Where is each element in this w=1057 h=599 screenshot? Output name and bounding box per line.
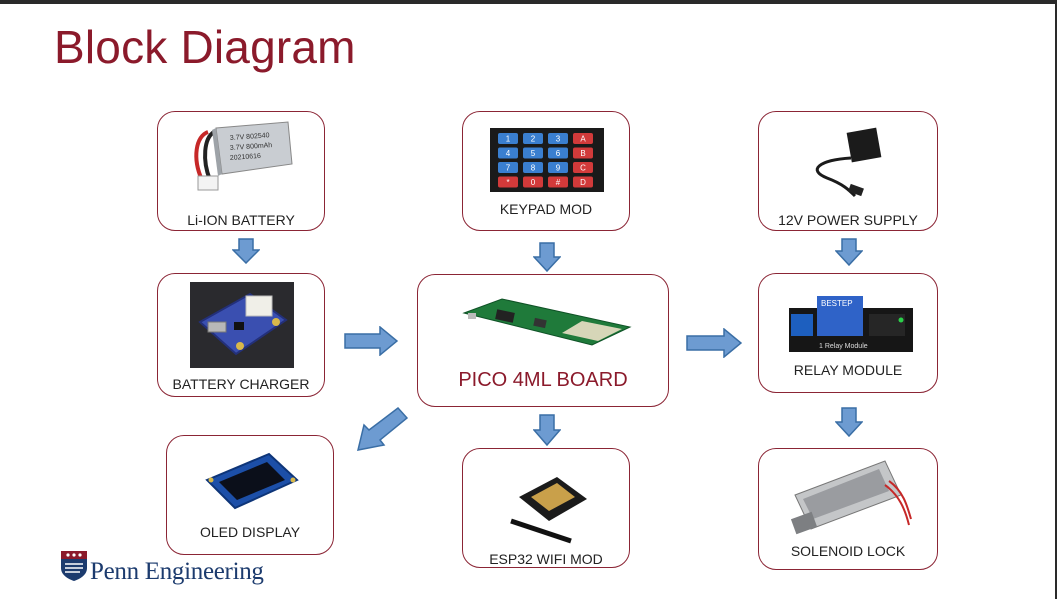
block-label: OLED DISPLAY	[199, 524, 301, 540]
penn-shield-logo	[61, 551, 87, 581]
keypad-key	[573, 176, 593, 188]
keypad-key-label: #	[556, 178, 561, 187]
arrow-down-battery-to-charger	[232, 238, 260, 264]
keypad-key-label: 3	[556, 135, 561, 144]
keypad-key	[498, 147, 518, 159]
keypad-key-label: *	[506, 178, 509, 187]
arrow-right-pico-to-relay	[686, 328, 742, 358]
block-label: KEYPAD MOD	[499, 201, 593, 217]
arrow-down-keypad-to-pico	[533, 242, 561, 272]
keypad-key	[498, 176, 518, 188]
block-label: 12V POWER SUPPLY	[778, 212, 918, 228]
block-label: RELAY MODULE	[793, 362, 903, 378]
arrow-diagonal-pico-to-oled	[356, 407, 408, 451]
block-label: BATTERY CHARGER	[172, 376, 310, 392]
block-keypad-mod: 1 2 3 A 4 5 6 B 7 8 9 C * 0 # D KEYPAD MOD	[462, 111, 630, 231]
relay-brand-print: BESTEP	[821, 299, 853, 308]
keypad-key-label: 9	[556, 164, 561, 173]
keypad-key	[523, 176, 543, 188]
keypad-key-label: 1	[506, 135, 511, 144]
keypad-key-label: 7	[506, 164, 511, 173]
block-label: ESP32 WIFI MOD	[489, 551, 603, 567]
arrow-right-charger-to-pico	[344, 326, 398, 356]
keypad-key	[548, 176, 568, 188]
relay-image: BESTEP 1 Relay Module	[789, 296, 913, 352]
keypad-key-label: C	[580, 164, 586, 173]
solenoid-image	[790, 460, 912, 535]
block-li-ion-battery: 3.7V 802540 3.7V 800mAh 20210616 Li-ION …	[157, 111, 325, 231]
battery-print-1: 3.7V 802540	[230, 132, 270, 142]
keypad-key	[548, 162, 568, 173]
keypad-key	[573, 133, 593, 144]
keypad-key-label: 0	[531, 178, 536, 187]
keypad-key	[548, 147, 568, 159]
esp32-image	[510, 477, 587, 544]
arrow-down-relay-to-solenoid	[835, 407, 863, 437]
keypad-key-label: 5	[531, 149, 536, 158]
block-label: SOLENOID LOCK	[790, 543, 906, 559]
battery-image: 3.7V 802540 3.7V 800mAh 20210616	[194, 121, 293, 191]
keypad-key	[523, 147, 543, 159]
block-label: PICO 4ML BOARD	[458, 369, 628, 391]
keypad-key	[573, 162, 593, 173]
keypad-key	[498, 133, 518, 144]
block-oled-display: OLED DISPLAY	[166, 435, 334, 555]
keypad-key	[498, 162, 518, 173]
keypad-key	[523, 162, 543, 173]
arrow-down-pico-to-esp32	[533, 414, 561, 446]
block-relay-module: BESTEP 1 Relay Module RELAY MODULE	[758, 273, 938, 393]
keypad-key	[523, 133, 543, 144]
oled-image	[205, 452, 299, 510]
charger-image	[190, 282, 294, 368]
keypad-key-label: 6	[556, 149, 561, 158]
keypad-key-label: A	[580, 135, 586, 144]
keypad-key-label: 2	[531, 135, 536, 144]
keypad-key	[573, 147, 593, 159]
block-pico-4ml-board: PICO 4ML BOARD	[417, 274, 669, 407]
block-esp32-wifi-mod: ESP32 WIFI MOD	[462, 448, 630, 568]
power-supply-image	[815, 127, 882, 198]
block-12v-power-supply: 12V POWER SUPPLY	[758, 111, 938, 231]
keypad-key-label: B	[580, 149, 585, 158]
block-label: Li-ION BATTERY	[187, 212, 295, 228]
penn-engineering-logo-text: Penn Engineering	[90, 558, 264, 585]
keypad-key-label: 4	[506, 149, 511, 158]
keypad-image: 1 2 3 A 4 5 6 B 7 8 9 C * 0 # D	[490, 128, 604, 192]
arrow-down-power-to-relay	[835, 238, 863, 266]
relay-module-print: 1 Relay Module	[819, 343, 868, 350]
keypad-key	[548, 133, 568, 144]
keypad-key-label: D	[580, 178, 586, 187]
battery-print-2: 3.7V 800mAh	[230, 142, 273, 152]
pico-board-image	[462, 298, 632, 346]
keypad-key-label: 8	[531, 164, 536, 173]
block-solenoid-lock: SOLENOID LOCK	[758, 448, 938, 570]
battery-print-3: 20210616	[230, 153, 262, 162]
block-battery-charger: BATTERY CHARGER	[157, 273, 325, 397]
slide-title: Block Diagram	[54, 21, 356, 73]
